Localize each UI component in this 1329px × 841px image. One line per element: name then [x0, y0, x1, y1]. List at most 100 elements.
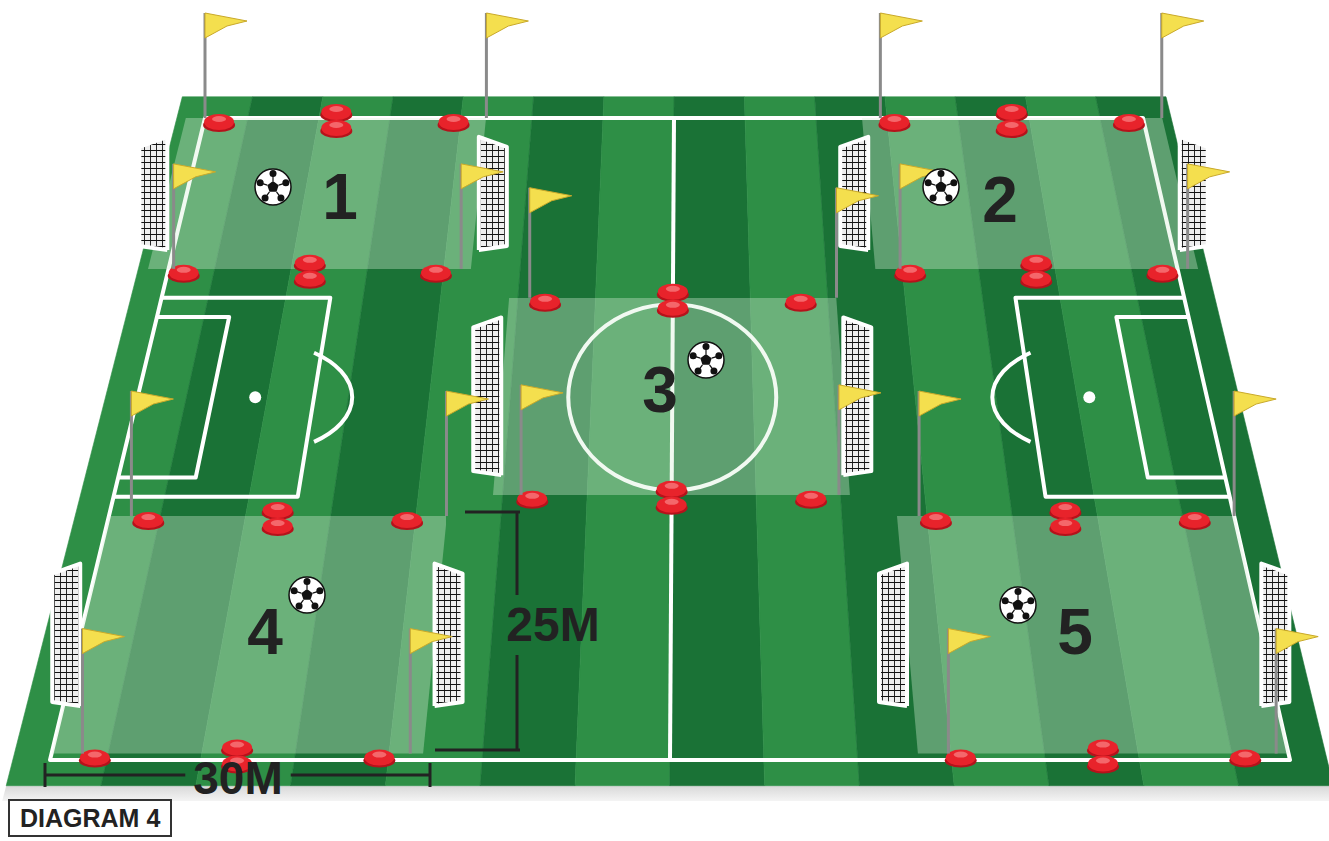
cone-base — [438, 118, 470, 132]
cone-body — [946, 750, 976, 766]
marker-cone — [656, 497, 688, 515]
flag-pole — [520, 385, 523, 495]
cone-body — [1050, 502, 1080, 518]
flags — [82, 13, 1318, 754]
cone-base — [996, 108, 1028, 122]
goal-frame — [435, 564, 463, 707]
ball-seam — [1008, 602, 1013, 604]
cone-base — [1020, 275, 1052, 289]
corner-flag — [174, 164, 216, 269]
cone-top — [1058, 504, 1072, 510]
dimension-tick — [435, 749, 520, 752]
cone-body — [392, 512, 422, 528]
ball-seam — [1012, 610, 1015, 614]
cone-body — [263, 502, 293, 518]
ball-patch — [291, 587, 298, 594]
goal-frame — [879, 564, 907, 707]
ball-patch — [690, 352, 697, 359]
flag-pole — [899, 164, 902, 269]
corner-flag — [948, 629, 990, 754]
marker-cone — [294, 271, 326, 289]
cone-body — [658, 284, 688, 300]
marker-cone — [391, 512, 423, 530]
marker-cone — [996, 120, 1028, 138]
goal-net — [1261, 564, 1289, 707]
ball-patch — [304, 578, 311, 585]
dimension-lines — [45, 512, 520, 787]
cone-body — [997, 120, 1027, 136]
cone-body — [321, 120, 351, 136]
cone-body — [295, 271, 325, 287]
ball-pentagon — [1012, 599, 1023, 610]
marker-cone — [657, 284, 689, 302]
marker-cone — [1113, 114, 1145, 132]
ball-patch — [282, 179, 289, 186]
cone-base — [795, 495, 827, 509]
flag-pole — [837, 385, 840, 495]
penalty-spot — [1083, 391, 1095, 403]
cone-top — [88, 752, 102, 758]
cone-body — [364, 750, 394, 766]
flag-pennant — [836, 188, 878, 213]
marker-cone — [785, 294, 817, 312]
corner-flag — [82, 629, 124, 754]
flag-pennant — [919, 391, 961, 416]
marker-cone — [656, 481, 688, 499]
cone-top — [1122, 116, 1136, 122]
cone-base — [420, 269, 452, 283]
mini-goal — [879, 564, 907, 707]
flag-pole — [879, 13, 882, 118]
cone-top — [794, 296, 808, 302]
mini-goal — [843, 317, 871, 475]
cone-base — [656, 501, 688, 515]
dimension-label: 25M — [506, 601, 599, 649]
mini-goal — [435, 564, 463, 707]
penalty-area — [1015, 298, 1229, 497]
flag-pennant — [839, 385, 881, 410]
flag-pennant — [131, 391, 173, 416]
cone-top — [887, 116, 901, 122]
cone-base — [79, 754, 111, 768]
flag-pennant — [174, 164, 216, 189]
cone-base — [1049, 506, 1081, 520]
corner-flag — [446, 391, 488, 516]
cone-body — [1050, 518, 1080, 534]
goal-net — [840, 137, 868, 250]
cone-top — [1058, 520, 1072, 526]
ball-body — [289, 577, 325, 613]
cone-top — [329, 106, 343, 112]
goal-net — [139, 137, 167, 250]
corner-flag — [530, 188, 572, 298]
cone-base — [529, 298, 561, 312]
cone-top — [212, 116, 226, 122]
cone-base — [262, 506, 294, 520]
ball-patch — [930, 194, 937, 201]
ball-seam — [301, 600, 304, 604]
marker-cone — [1049, 518, 1081, 536]
dimension-line — [45, 774, 185, 777]
cone-base — [945, 754, 977, 768]
ball-seam — [945, 192, 948, 196]
ball-body — [1000, 587, 1036, 623]
goal-frame — [52, 564, 80, 707]
goal-net — [435, 564, 463, 707]
cone-body — [222, 740, 252, 756]
cone-top — [372, 752, 386, 758]
cone-base — [996, 124, 1028, 138]
cone-base — [294, 275, 326, 289]
zone-area — [862, 118, 1198, 269]
ball-patch — [262, 194, 269, 201]
ball-seam — [705, 349, 706, 354]
corner-flag — [410, 629, 452, 754]
zone-outline-svg — [148, 118, 486, 269]
flag-pennant — [1162, 13, 1204, 38]
goal-net — [1180, 137, 1208, 250]
zone-number: 5 — [1057, 600, 1093, 664]
cone-body — [657, 481, 687, 497]
cone-base — [657, 304, 689, 318]
flag-pennant — [461, 164, 503, 189]
cones — [79, 104, 1261, 774]
dimension-line — [291, 774, 430, 777]
ball-patch — [703, 343, 710, 350]
mini-goal — [139, 137, 167, 250]
